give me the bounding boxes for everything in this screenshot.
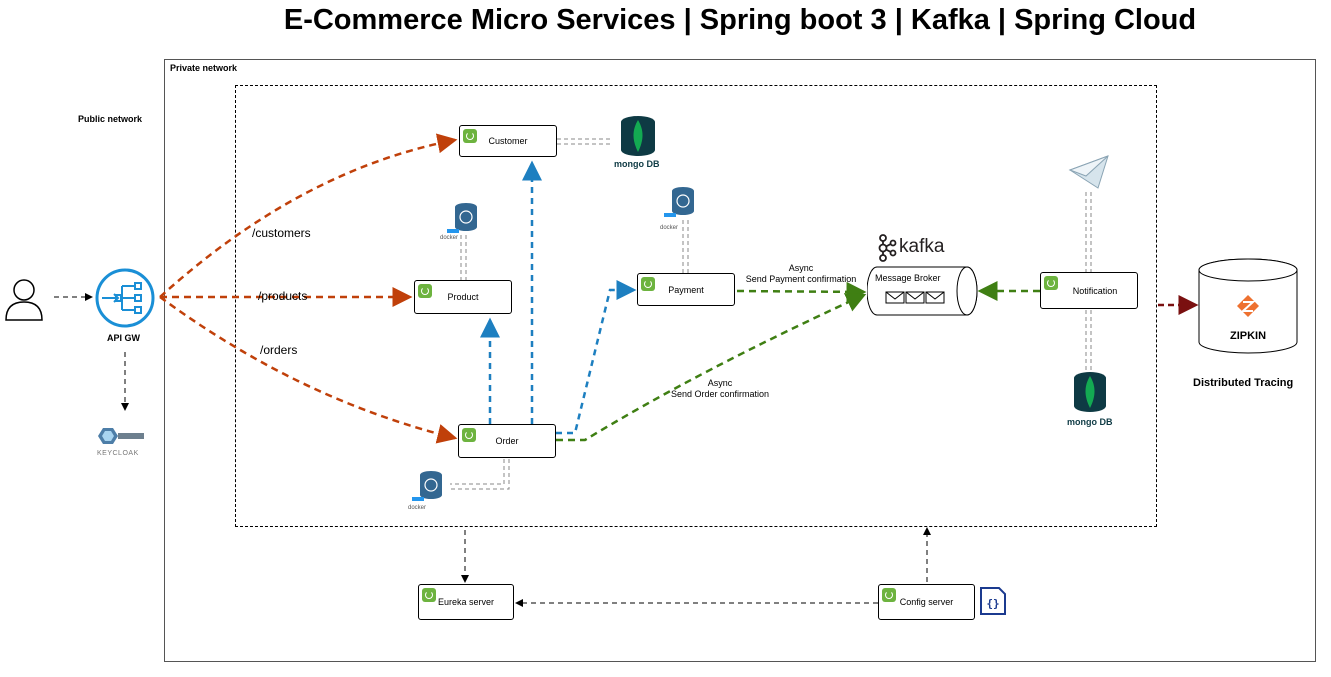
spring-icon bbox=[463, 129, 477, 143]
async-order-line1: Async bbox=[707, 378, 733, 388]
payment-label: Payment bbox=[668, 284, 704, 295]
api-gateway-icon[interactable] bbox=[94, 268, 156, 328]
mongo-label-notification: mongo DB bbox=[1067, 417, 1113, 427]
public-network-label: Public network bbox=[78, 114, 143, 124]
zipkin-label: ZIPKIN bbox=[1229, 330, 1267, 342]
spring-icon bbox=[641, 277, 655, 291]
message-broker[interactable]: Message Broker bbox=[866, 266, 979, 316]
docker-label-order: docker bbox=[408, 505, 427, 511]
route-products-label: /products bbox=[258, 289, 308, 303]
eureka-label: Eureka server bbox=[437, 597, 495, 607]
distributed-tracing-label: Distributed Tracing bbox=[1193, 377, 1294, 389]
customer-label: Customer bbox=[488, 136, 528, 146]
private-network-label: Private network bbox=[170, 63, 238, 73]
message-broker-label: Message Broker bbox=[875, 273, 941, 283]
order-db-link bbox=[450, 459, 510, 490]
route-customers-line bbox=[159, 133, 458, 298]
keycloak-icon bbox=[96, 426, 146, 446]
customer-mongo-link bbox=[557, 138, 612, 145]
zipkin-icon bbox=[1236, 294, 1260, 318]
private-network-frame bbox=[164, 59, 1316, 662]
envelope-icon bbox=[1068, 154, 1112, 190]
spring-icon bbox=[462, 428, 476, 442]
route-orders-line bbox=[159, 295, 458, 444]
payment-to-broker-line bbox=[736, 281, 867, 302]
order-to-broker-line bbox=[556, 293, 867, 442]
mongo-label-customer: mongo DB bbox=[614, 159, 660, 169]
async-payment-line2: Send Payment confirmation bbox=[745, 274, 857, 284]
kafka-label: kafka bbox=[899, 236, 945, 257]
async-order-line2: Send Order confirmation bbox=[670, 389, 770, 399]
route-customers-label: /customers bbox=[252, 226, 311, 240]
payment-db-link bbox=[682, 220, 689, 273]
async-order-note: Async Send Order confirmation bbox=[662, 378, 778, 400]
docker-label-payment: docker bbox=[660, 225, 679, 231]
product-db-link bbox=[460, 235, 467, 280]
docker-label-product: docker bbox=[440, 235, 459, 241]
customer-service[interactable]: Customer bbox=[459, 125, 557, 157]
notification-label: Notification bbox=[1072, 285, 1118, 296]
spring-icon bbox=[1044, 276, 1058, 290]
kafka-icon bbox=[876, 234, 898, 262]
spring-icon bbox=[418, 284, 432, 298]
postgres-docker-icon bbox=[410, 470, 446, 506]
user-icon bbox=[4, 278, 44, 322]
zipkin-store[interactable]: ZIPKIN bbox=[1198, 258, 1298, 354]
async-payment-line1: Async bbox=[788, 263, 814, 273]
postgres-docker-icon bbox=[662, 186, 698, 222]
route-orders-label: /orders bbox=[260, 343, 298, 357]
notification-service[interactable]: Notification bbox=[1040, 272, 1138, 309]
spring-icon bbox=[422, 588, 436, 602]
svg-text:{}: {} bbox=[986, 597, 999, 610]
product-label: Product bbox=[447, 292, 479, 302]
config-server[interactable]: Config server bbox=[878, 584, 975, 620]
keycloak-label: KEYCLOAK bbox=[97, 450, 139, 457]
config-label: Config server bbox=[899, 597, 954, 607]
api-gw-label: API GW bbox=[107, 333, 140, 343]
product-service[interactable]: Product bbox=[414, 280, 512, 314]
notification-mongo-link bbox=[1085, 310, 1092, 370]
notification-mail-link bbox=[1085, 192, 1092, 272]
json-config-icon: {} bbox=[980, 587, 1006, 615]
payment-service[interactable]: Payment bbox=[637, 273, 735, 306]
mongo-db-icon bbox=[618, 114, 658, 160]
eureka-server[interactable]: Eureka server bbox=[418, 584, 514, 620]
order-service[interactable]: Order bbox=[458, 424, 556, 458]
mongo-db-icon bbox=[1071, 370, 1109, 416]
postgres-docker-icon bbox=[445, 202, 481, 238]
spring-icon bbox=[882, 588, 896, 602]
order-to-payment-line bbox=[556, 280, 637, 435]
order-label: Order bbox=[495, 436, 519, 446]
services-boundary bbox=[235, 85, 1157, 527]
page-title: E-Commerce Micro Services | Spring boot … bbox=[283, 4, 1197, 36]
async-payment-note: Async Send Payment confirmation bbox=[738, 263, 864, 285]
